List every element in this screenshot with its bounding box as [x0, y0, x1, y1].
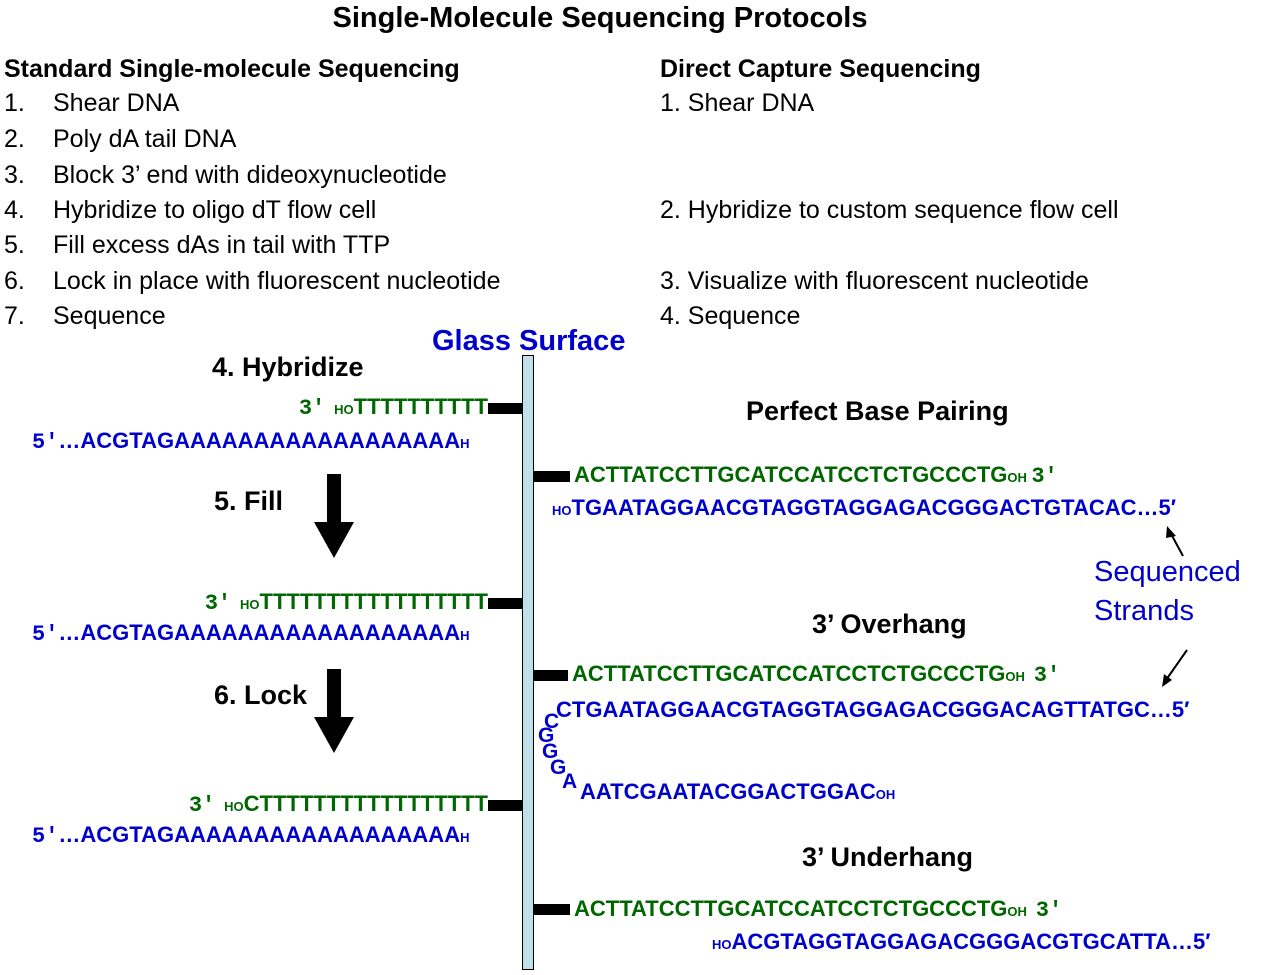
perfect-template-strand: HOTGAATAGGAACGTAGGTAGGAGACGGGACTGTACAC…5… [552, 495, 1177, 520]
sequenced-strands-label-line1: Sequenced [1094, 556, 1241, 588]
hybridize-template-strand: 5′…ACGTAGAAAAAAAAAAAAAAAAAAH [32, 428, 470, 455]
underhang-primer-strand: ACTTATCCTTGCATCCATCCTCTGCCCTGOH 3′ [574, 896, 1063, 923]
overhang-anchor [534, 670, 568, 681]
overhang-loop-base: G [542, 740, 559, 763]
underhang-anchor [534, 904, 570, 915]
standard-step-2: 2.Poly dA tail DNA [4, 125, 237, 153]
direct-step-3: 3. Visualize with fluorescent nucleotide [660, 267, 1089, 295]
lock-label: 6. Lock [214, 680, 308, 710]
hybridize-primer-strand: 3′ HOTTTTTTTTTT [298, 394, 488, 421]
overhang-primer-strand: ACTTATCCTTGCATCCATCCTCTGCCCTGOH 3′ [572, 661, 1061, 688]
down-arrow-icon [314, 669, 354, 753]
standard-step-1: 1.Shear DNA [4, 89, 180, 117]
fill-primer-strand: 3′ HOTTTTTTTTTTTTTTTTT [204, 589, 488, 616]
perfect-pairing-label: Perfect Base Pairing [746, 396, 1009, 426]
direct-step-2: 2. Hybridize to custom sequence flow cel… [660, 196, 1119, 224]
glass-surface-label: Glass Surface [432, 325, 626, 357]
overhang-loop-base: G [538, 724, 555, 747]
standard-step-7: 7.Sequence [4, 302, 166, 330]
hybridize-label: 4. Hybridize [212, 352, 364, 382]
direct-step-1: 1. Shear DNA [660, 89, 815, 117]
direct-step-4: 4. Sequence [660, 302, 801, 330]
standard-protocol-heading: Standard Single-molecule Sequencing [4, 55, 460, 83]
pointer-arrows [1162, 526, 1188, 687]
overhang-loop-base: A [562, 770, 578, 793]
overhang-loop-base: C [544, 710, 560, 733]
standard-step-4: 4.Hybridize to oligo dT flow cell [4, 196, 377, 224]
lock-template-strand: 5′…ACGTAGAAAAAAAAAAAAAAAAAAH [32, 822, 470, 849]
lock-primer-strand: 3′ HOCTTTTTTTTTTTTTTTTT [188, 791, 488, 818]
overhang-template-strand: CTGAATAGGAACGTAGGTAGGAGACGGGACAGTTATGC…5… [556, 697, 1190, 722]
fill-anchor [488, 598, 522, 609]
diagram-title: Single-Molecule Sequencing Protocols [332, 2, 868, 34]
underhang-label: 3’ Underhang [802, 842, 974, 872]
overhang-tail-strand: AATCGAATACGGACTGGACOH [580, 779, 896, 804]
perfect-anchor [534, 471, 570, 482]
sequenced-strands-label-line2: Strands [1094, 595, 1194, 627]
overhang-label: 3’ Overhang [812, 609, 967, 639]
perfect-primer-strand: ACTTATCCTTGCATCCATCCTCTGCCCTGOH 3′ [574, 462, 1058, 489]
standard-step-6: 6.Lock in place with fluorescent nucleot… [4, 267, 501, 295]
down-arrow-icon [314, 474, 354, 558]
fill-template-strand: 5′…ACGTAGAAAAAAAAAAAAAAAAAAH [32, 620, 470, 647]
standard-step-3: 3.Block 3’ end with dideoxynucleotide [4, 161, 447, 189]
hybridize-anchor [488, 403, 522, 414]
glass-surface-bar [522, 355, 534, 970]
fill-label: 5. Fill [214, 486, 284, 516]
standard-step-5: 5.Fill excess dAs in tail with TTP [4, 231, 391, 259]
lock-anchor [488, 800, 522, 811]
direct-protocol-heading: Direct Capture Sequencing [660, 55, 981, 83]
overhang-loop-base: G [550, 756, 567, 779]
underhang-template-strand: HOACGTAGGTAGGAGACGGGACGTGCATTA…5′ [712, 929, 1211, 954]
